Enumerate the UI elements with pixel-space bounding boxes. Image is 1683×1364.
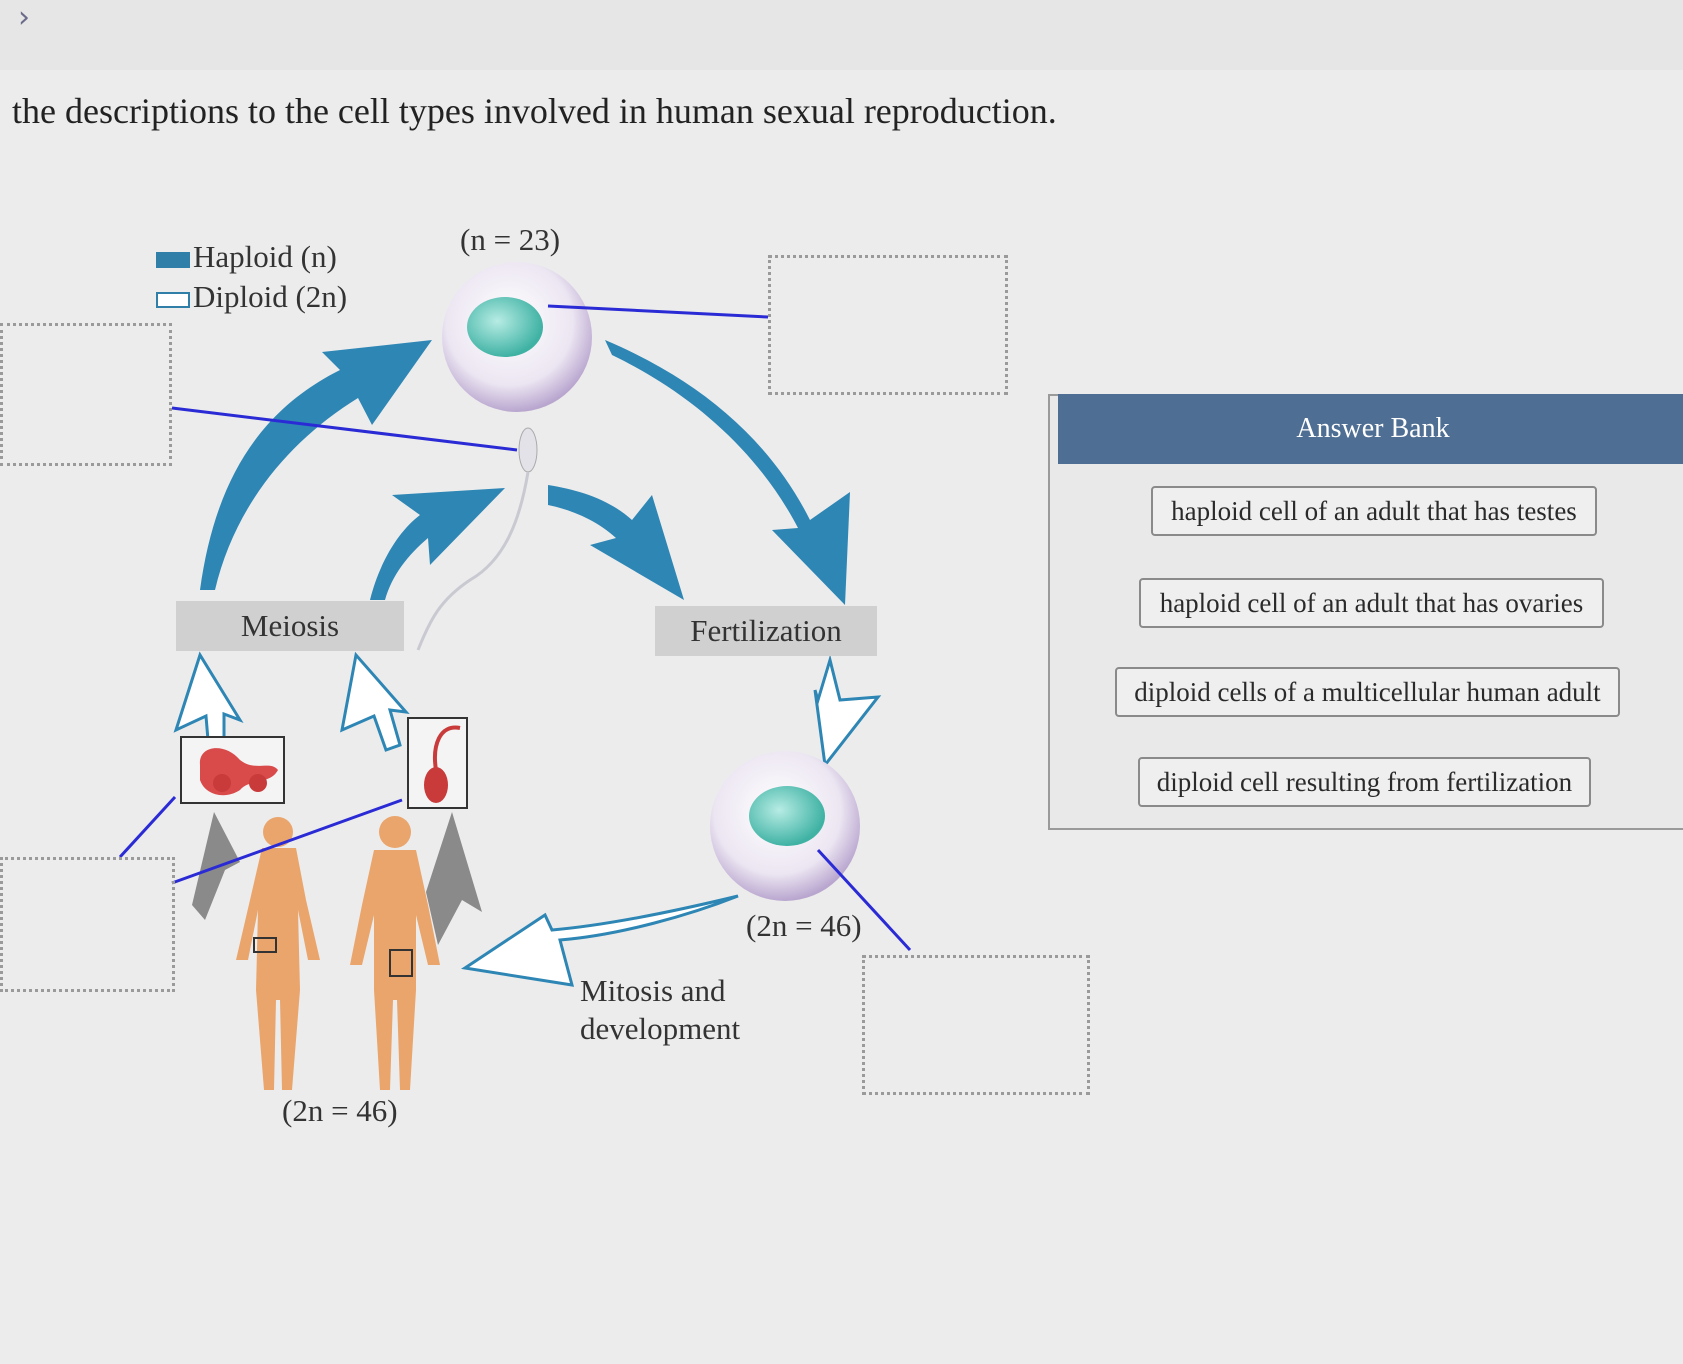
- meiosis-label: Meiosis: [176, 601, 404, 651]
- egg-cell: [442, 262, 592, 412]
- diploid-legend-label: Diploid (2n): [193, 279, 348, 314]
- zygote-cell: [710, 751, 860, 901]
- mitosis-label-line2: development: [580, 1011, 741, 1046]
- haploid-legend-swatch: [156, 252, 190, 268]
- meiosis-to-egg-arrow: [200, 340, 432, 590]
- answer-chip-testes[interactable]: haploid cell of an adult that has testes: [1151, 486, 1597, 536]
- drop-zone-egg[interactable]: [768, 255, 1008, 395]
- testes-to-meiosis-arrow: [340, 651, 410, 752]
- answer-chip-ovaries[interactable]: haploid cell of an adult that has ovarie…: [1139, 578, 1604, 628]
- egg-chromosome-count: (n = 23): [460, 222, 561, 257]
- drop-zone-adult[interactable]: [0, 857, 175, 992]
- connector-lines: [118, 304, 912, 952]
- male-body: [350, 816, 440, 1090]
- ovary-to-meiosis-arrow: [173, 651, 244, 742]
- mitosis-label-line1: Mitosis and: [580, 973, 726, 1008]
- sperm-cell: [416, 427, 538, 651]
- answer-chip-zygote[interactable]: diploid cell resulting from fertilizatio…: [1138, 757, 1591, 807]
- gray-arrows: [192, 812, 482, 945]
- diploid-legend-swatch: [156, 292, 190, 308]
- drop-zone-zygote[interactable]: [862, 955, 1090, 1095]
- egg-to-fertilization-arrow: [605, 340, 850, 605]
- female-body: [236, 817, 320, 1090]
- ovary-illustration: [180, 736, 285, 804]
- meiosis-to-sperm-arrow: [370, 488, 505, 600]
- zygote-chromosome-count: (2n = 46): [746, 908, 862, 943]
- haploid-legend-label: Haploid (n): [193, 239, 337, 274]
- fertilization-label: Fertilization: [655, 606, 877, 656]
- testis-illustration: [407, 717, 468, 809]
- answer-bank-title: Answer Bank: [1058, 394, 1683, 464]
- top-bar: ›: [0, 0, 1683, 70]
- answer-chip-adult[interactable]: diploid cells of a multicellular human a…: [1115, 667, 1620, 717]
- fertilization-to-zygote-arrow: [813, 654, 882, 769]
- chevron-right-icon[interactable]: ›: [18, 0, 30, 35]
- adult-chromosome-count: (2n = 46): [282, 1093, 398, 1128]
- drop-zone-sperm[interactable]: [0, 323, 172, 466]
- sperm-to-fertilization-arrow: [548, 485, 684, 600]
- question-instruction: the descriptions to the cell types invol…: [12, 91, 1057, 131]
- mitosis-development-arrow: [460, 894, 739, 987]
